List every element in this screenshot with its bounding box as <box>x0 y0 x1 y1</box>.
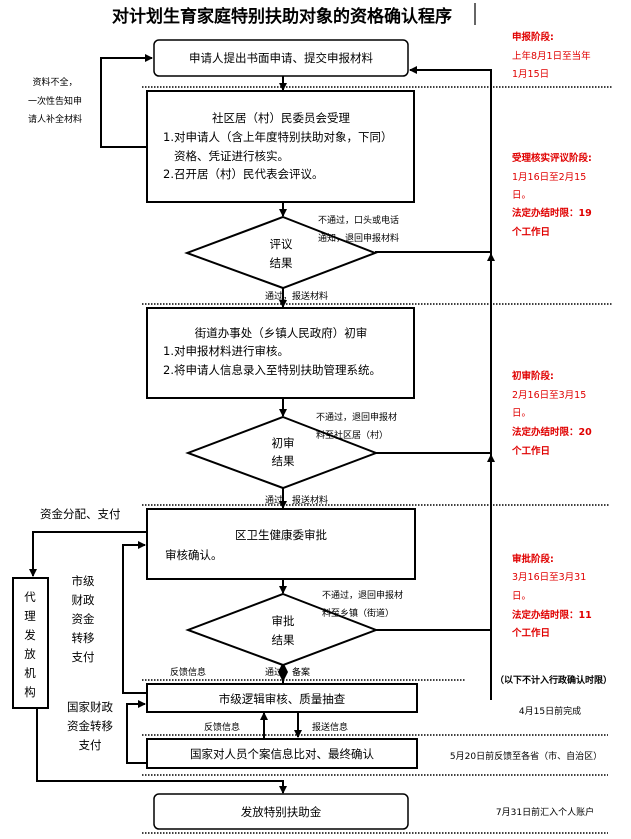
annotation: 一次性告知申 <box>28 95 82 107</box>
agent-char: 放 <box>24 647 36 661</box>
fail-approval-line <box>376 629 492 690</box>
stage-limit: 个工作日 <box>511 226 550 238</box>
stage-deadline: 7月31日前汇入个人账户 <box>496 806 594 818</box>
annotation: 资金 <box>72 612 95 626</box>
stage-text: 日。 <box>512 591 531 602</box>
annotation: 通过，报送材料 <box>265 494 328 506</box>
stage-deadline: 5月20日前反馈至各省（市、自治区） <box>450 750 602 762</box>
payout-label: 发放特别扶助金 <box>241 805 322 819</box>
street-line: 1.对申报材料进行审核。 <box>163 344 289 358</box>
incomplete-loop-arrow <box>100 54 153 148</box>
annotation: 通过，报送材料 <box>265 290 328 302</box>
agent-char: 理 <box>24 609 36 623</box>
stage-title: 受理核实评议阶段: <box>512 152 592 164</box>
annotation: 报送信息 <box>312 721 348 733</box>
annotation: 料至乡镇（街道） <box>322 607 394 619</box>
funds-arrow <box>29 531 147 577</box>
community-line: 1.对申请人（含上年度特别扶助对象，下同） <box>163 130 392 144</box>
national-check-box <box>146 738 418 769</box>
decision-label: 结果 <box>270 256 293 270</box>
decision-label: 结果 <box>272 633 295 647</box>
apply-box <box>153 39 409 77</box>
agent-char: 代 <box>24 590 36 604</box>
return-line <box>409 66 492 700</box>
agent-box <box>12 577 49 709</box>
community-title: 社区居（村）民委员会受理 <box>212 111 350 125</box>
community-box <box>146 90 415 203</box>
annotation: 不通过，退回申报材 <box>316 411 397 423</box>
apply-label: 申请人提出书面申请、提交申报材料 <box>189 51 373 65</box>
annotation: 支付 <box>72 650 95 664</box>
stage-deadline: 4月15日前完成 <box>519 705 581 717</box>
decision-label: 审批 <box>272 614 295 628</box>
city-check-label: 市级逻辑审核、质量抽查 <box>219 692 346 706</box>
stage-text: 3月16日至3月31 <box>512 572 586 583</box>
approval-decision <box>185 592 379 667</box>
community-line: 2.召开居（村）民代表会评议。 <box>163 167 323 181</box>
page-title: 对计划生育家庭特别扶助对象的资格确认程序 <box>112 6 452 27</box>
district-box <box>146 508 416 580</box>
stage-limit: 个工作日 <box>511 445 550 457</box>
stage-title: 申报阶段: <box>512 31 554 43</box>
annotation: 不通过，口头或电话 <box>318 214 399 226</box>
annotation: 资金分配、支付 <box>40 507 121 521</box>
review-decision <box>184 215 378 290</box>
double-arrow-icon <box>278 662 288 682</box>
annotation: 转移 <box>72 631 95 645</box>
annotation: 料至社区居（村） <box>316 429 388 441</box>
street-title: 街道办事处（乡镇人民政府）初审 <box>195 326 368 340</box>
annotation: 不通过，退回申报材 <box>322 589 403 601</box>
annotation: 国家财政 <box>67 700 113 714</box>
city-funds-arrow <box>122 541 147 694</box>
stage-text: 1月15日 <box>512 69 549 80</box>
stage-title: 初审阶段: <box>512 370 554 382</box>
city-check-box <box>146 683 418 713</box>
national-check-label: 国家对人员个案信息比对、最终确认 <box>190 747 374 761</box>
national-funds-arrow <box>126 700 147 764</box>
stage-limit: 个工作日 <box>511 627 550 639</box>
stage-title: 审批阶段: <box>512 553 554 565</box>
stage-text: 1月16日至2月15 <box>512 172 586 183</box>
community-line: 资格、凭证进行核实。 <box>174 149 289 163</box>
annotation: 资金转移 <box>67 719 113 733</box>
annotation: 市级 <box>72 574 95 588</box>
decision-label: 评议 <box>270 237 293 251</box>
district-line: 审核确认。 <box>165 548 223 562</box>
agent-char: 构 <box>24 685 36 699</box>
stage-text: 日。 <box>512 190 531 201</box>
decision-label: 初审 <box>272 436 295 450</box>
agent-char: 发 <box>24 628 36 642</box>
city-funds-label: 市级 财政 资金 转移 支付 <box>72 574 95 664</box>
agent-label: 代 理 发 放 机 构 <box>24 590 36 699</box>
initial-decision <box>185 415 379 490</box>
annotation: 通过，备案 <box>265 666 310 678</box>
stage-text: 2月16日至3月15 <box>512 390 586 401</box>
stage-limit: 法定办结时限：19 <box>512 207 592 219</box>
payout-arrow <box>36 708 287 794</box>
annotation: 通知，退回申报材料 <box>318 232 399 244</box>
national-funds-label: 国家财政 资金转移 支付 <box>67 700 113 752</box>
annotation: 请人补全材料 <box>28 113 82 125</box>
stage-limit: 法定办结时限：20 <box>512 426 592 438</box>
stage-note: （以下不计入行政确认时限） <box>495 674 612 686</box>
stage-limit: 法定办结时限：11 <box>512 609 592 621</box>
annotation: 支付 <box>79 738 102 752</box>
street-line: 2.将申请人信息录入至特别扶助管理系统。 <box>163 363 381 377</box>
stage-text: 上年8月1日至当年 <box>512 50 591 62</box>
agent-char: 机 <box>24 666 36 680</box>
annotation: 资料不全， <box>32 76 77 88</box>
district-title: 区卫生健康委审批 <box>235 528 327 542</box>
annotation: 财政 <box>72 593 95 607</box>
decision-label: 结果 <box>272 454 295 468</box>
stage-text: 日。 <box>512 408 531 419</box>
street-box <box>146 307 415 399</box>
annotation: 反馈信息 <box>204 721 240 733</box>
payout-box <box>153 793 409 830</box>
annotation: 反馈信息 <box>170 666 206 678</box>
